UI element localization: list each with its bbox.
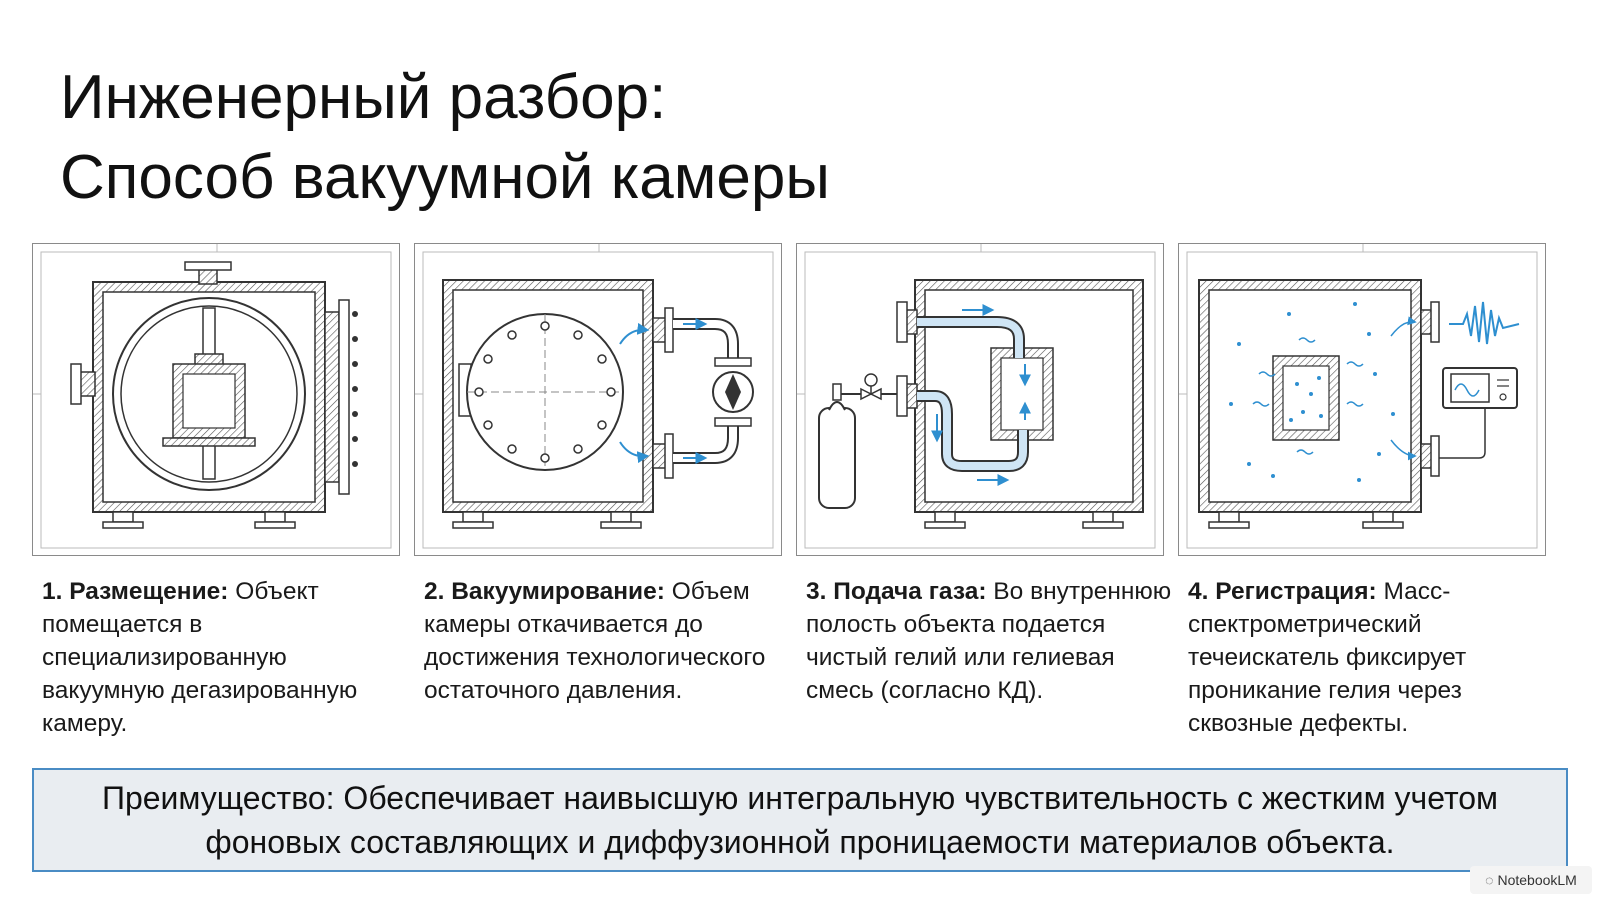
- leak-detector-icon: [1179, 244, 1538, 549]
- helium-cylinder-icon: [797, 244, 1156, 549]
- step-4-label: 4. Регистрация:: [1188, 578, 1377, 605]
- step-3-label: 3. Подача газа:: [806, 578, 987, 605]
- diagram-step-4: [1178, 243, 1546, 556]
- advantage-text: Преимущество: Обеспечивает наивысшую инт…: [101, 780, 1499, 860]
- vacuum-chamber-icon: [33, 244, 392, 549]
- notebooklm-badge[interactable]: ◌ NotebookLM: [1470, 866, 1592, 894]
- diagram-step-2: [414, 243, 782, 556]
- title-line-1: Инженерный разбор:: [60, 63, 667, 132]
- advantage-box: Преимущество: Обеспечивает наивысшую инт…: [32, 768, 1568, 872]
- title-line-2: Способ вакуумной камеры: [60, 143, 830, 212]
- diagram-step-1: [32, 243, 400, 556]
- step-4-caption: 4. Регистрация: Масс-спектрометрический …: [1188, 575, 1560, 740]
- step-4-text: Масс-спектрометрический течеискатель фик…: [1188, 578, 1467, 737]
- step-1-caption: 1. Размещение: Объект помещается в специ…: [42, 575, 414, 740]
- step-3-text: Во внутреннюю полость объекта подается ч…: [806, 578, 1172, 704]
- brand-label: NotebookLM: [1497, 872, 1577, 888]
- step-1-label: 1. Размещение:: [42, 578, 229, 605]
- notebooklm-logo-icon: ◌: [1485, 872, 1494, 888]
- page-title: Инженерный разбор: Способ вакуумной каме…: [60, 58, 830, 218]
- step-1-text: Объект помещается в специализированную в…: [42, 578, 358, 737]
- step-3-caption: 3. Подача газа: Во внутреннюю полость об…: [806, 575, 1178, 707]
- diagram-step-3: [796, 243, 1164, 556]
- step-2-label: 2. Вакуумирование:: [424, 578, 665, 605]
- step-2-caption: 2. Вакуумирование: Объем камеры откачива…: [424, 575, 796, 707]
- vacuum-pump-icon: [415, 244, 774, 549]
- step-2-text: Объем камеры откачивается до достижения …: [424, 578, 766, 704]
